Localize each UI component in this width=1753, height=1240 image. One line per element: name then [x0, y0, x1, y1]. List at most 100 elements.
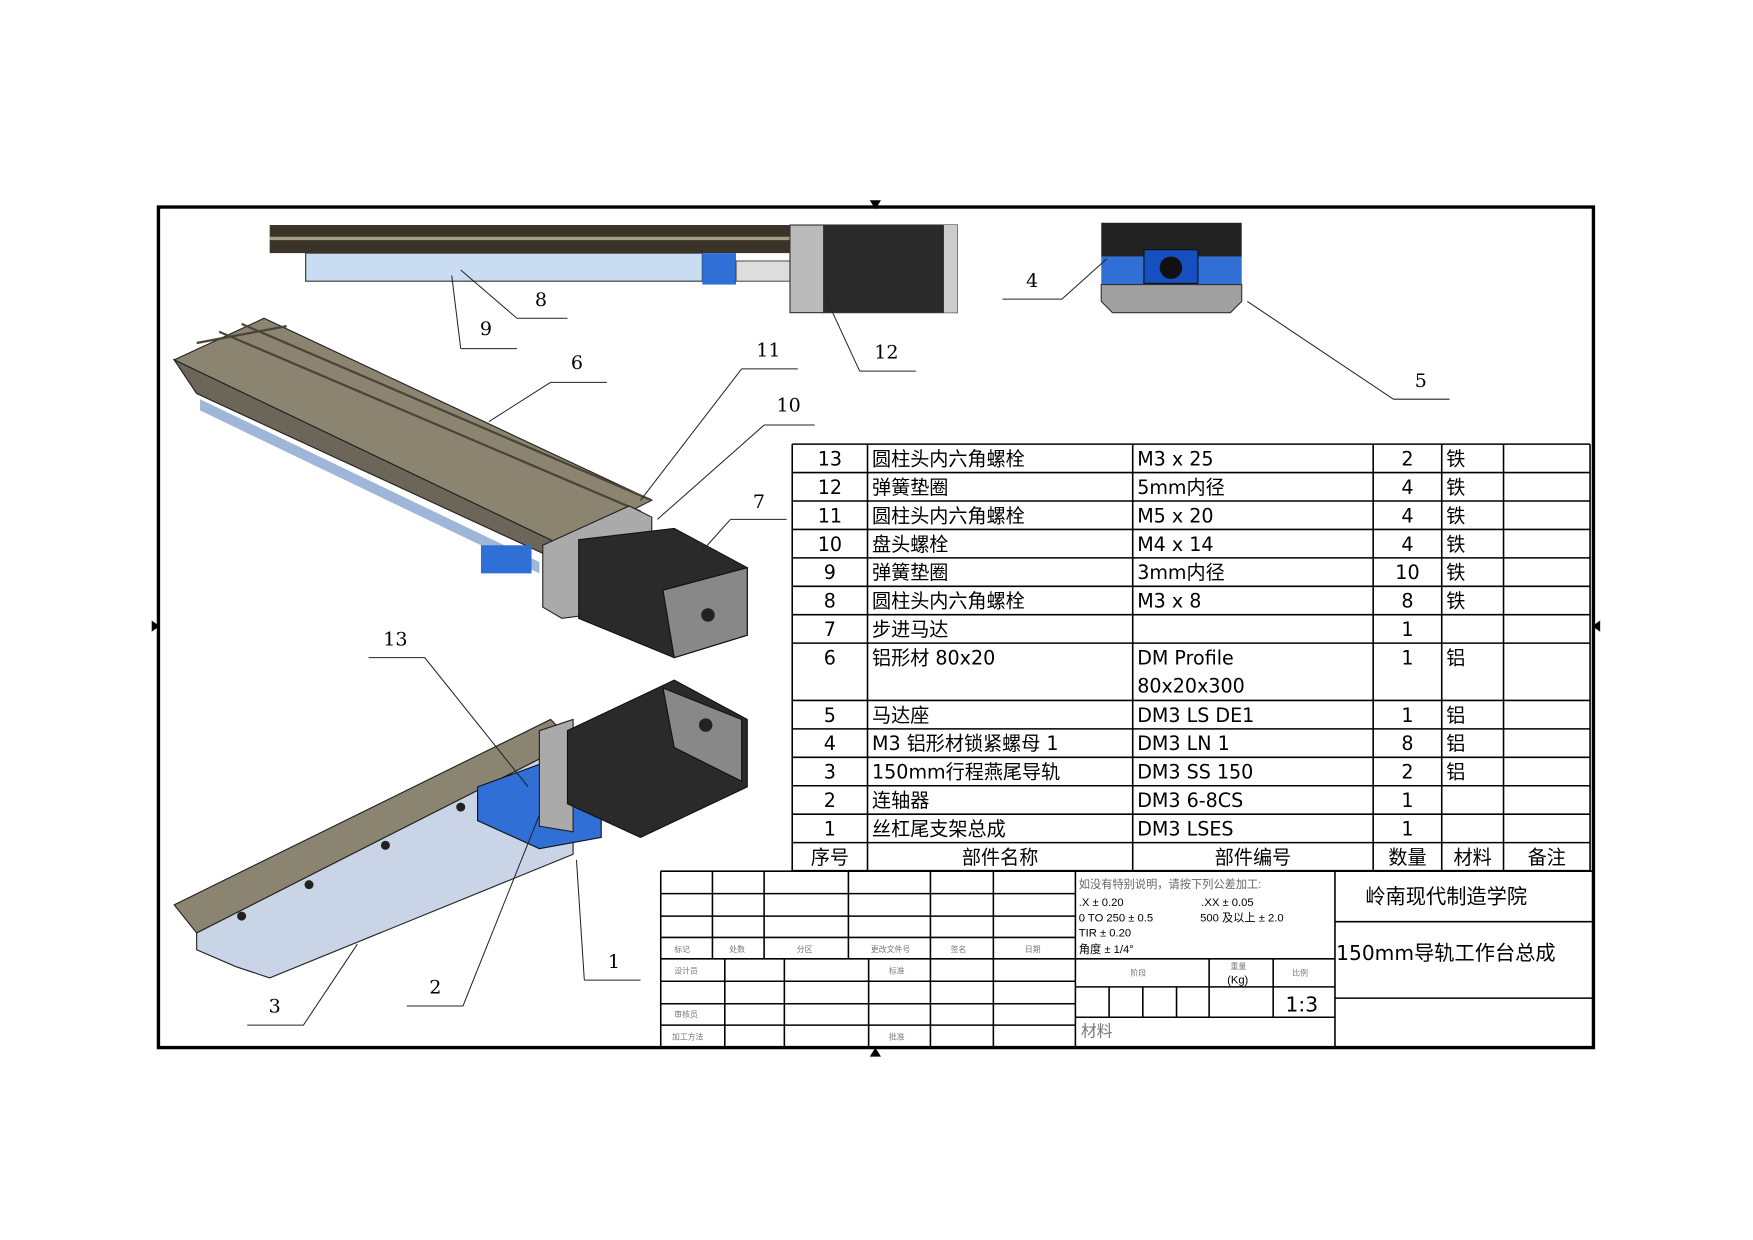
bom-cell-name: 弹簧垫圈: [872, 561, 948, 584]
label-mark: 标记: [674, 944, 690, 954]
bom-cell-qty: 2: [1401, 761, 1413, 784]
bom-cell-code: M3 x 8: [1137, 590, 1201, 613]
bom-cell-qty: 8: [1401, 732, 1413, 755]
tolerance-range1: 0 TO 250 ± 0.5: [1079, 913, 1153, 925]
label-date: 日期: [1025, 945, 1041, 954]
bom-cell-code: DM Profile: [1137, 646, 1234, 669]
bom-cell-name: M3 铝形材锁紧螺母 1: [872, 732, 1059, 755]
bom-cell-qty: 10: [1395, 561, 1419, 584]
bom-cell-name: 丝杠尾支架总成: [872, 818, 1006, 841]
bom-cell-name: 圆柱头内六角螺栓: [872, 590, 1025, 613]
bom-cell-code: 3mm内径: [1137, 561, 1225, 584]
bom-cell-material: 铁: [1446, 533, 1465, 556]
bom-cell-no: 8: [824, 590, 836, 613]
bom-cell-code: DM3 6-8CS: [1137, 789, 1243, 812]
rail-top: [305, 252, 703, 282]
school-name: 岭南现代制造学院: [1365, 885, 1527, 909]
bom-cell-qty: 1: [1401, 704, 1413, 727]
bom-cell-name: 圆柱头内六角螺栓: [872, 504, 1025, 527]
bom-cell-name: 铝形材 80x20: [872, 646, 995, 669]
bom-cell-code: DM3 LS DE1: [1137, 704, 1254, 727]
callout-3: 3: [269, 995, 281, 1018]
bom-cell-qty: 1: [1401, 818, 1413, 841]
bom-cell-material: 铁: [1446, 561, 1465, 584]
drawing-title: 150mm导轨工作台总成: [1336, 941, 1556, 965]
bom-cell-qty: 8: [1401, 590, 1413, 613]
bom-header-cell: 部件编号: [1215, 846, 1291, 869]
bom-cell-qty: 1: [1401, 646, 1413, 669]
label-process: 加工方法: [672, 1032, 704, 1042]
bom-cell-no: 12: [818, 476, 842, 499]
bom-cell-code: M5 x 20: [1137, 504, 1213, 527]
callout-6: 6: [571, 351, 583, 374]
label-sign: 签名: [951, 944, 967, 954]
callout-2: 2: [429, 976, 441, 999]
tolerance-angle: 角度 ± 1/4°: [1079, 942, 1134, 956]
bom-cell-name: 连轴器: [872, 789, 929, 812]
label-weight-unit: (Kg): [1227, 975, 1248, 987]
bom-cell-no: 9: [824, 561, 836, 584]
bom-cell-no: 1: [824, 818, 836, 841]
bom-cell-name: 150mm行程燕尾导轨: [872, 761, 1060, 784]
bom-cell-no: 13: [818, 447, 842, 470]
bom-cell-no: 10: [818, 533, 842, 556]
callout-5: 5: [1415, 369, 1427, 392]
bom-cell-qty: 4: [1401, 504, 1413, 527]
bom-cell-name: 马达座: [872, 704, 929, 727]
bom-cell-code: 5mm内径: [1137, 476, 1225, 499]
bom-cell-no: 5: [824, 704, 836, 727]
bom-cell-material: 铝: [1446, 732, 1465, 755]
tolerance-tir: TIR ± 0.20: [1079, 927, 1131, 939]
label-scale: 比例: [1292, 968, 1308, 978]
callout-10: 10: [776, 394, 800, 417]
callout-9: 9: [480, 317, 492, 340]
bom-cell-code: M4 x 14: [1137, 533, 1213, 556]
bom-cell-material: 铁: [1446, 447, 1465, 470]
bom-cell-material: 铝: [1446, 761, 1465, 784]
label-zone: 分区: [797, 945, 813, 954]
bom-cell-material: 铁: [1446, 504, 1465, 527]
bom-header-cell: 序号: [811, 846, 849, 869]
label-reviewer: 审核员: [674, 1009, 698, 1019]
end-view: [1100, 222, 1243, 314]
callout-13: 13: [383, 627, 407, 650]
iso-view-upper: [172, 317, 748, 659]
bom-cell-code-line2: 80x20x300: [1137, 675, 1245, 698]
bom-cell-qty: 1: [1401, 618, 1413, 641]
bom-cell-no: 6: [824, 646, 836, 669]
bom-cell-name: 盘头螺栓: [872, 533, 948, 556]
iso-view-lower: [173, 679, 748, 979]
bom-cell-material: 铁: [1446, 590, 1465, 613]
bom-cell-no: 2: [824, 789, 836, 812]
title-block: 标记 处数 分区 更改文件号 签名 日期 设计员 标准 审核员 加工方法 批准 …: [659, 870, 1594, 1048]
bom-cell-qty: 4: [1401, 533, 1413, 556]
callout-1: 1: [608, 950, 620, 973]
callout-12: 12: [874, 341, 898, 364]
callout-leaders: [247, 258, 1450, 1026]
callout-labels: 1 2 3 4 5 6 7 8 9 10 11 12 13: [269, 269, 1427, 1018]
bom-cell-no: 7: [824, 618, 836, 641]
bom-header-cell: 备注: [1528, 846, 1566, 869]
bom-cell-qty: 4: [1401, 476, 1413, 499]
bom-cell-code: DM3 LSES: [1137, 818, 1233, 841]
bom-cell-code: DM3 LN 1: [1137, 732, 1230, 755]
bom-cell-material: 铁: [1446, 476, 1465, 499]
top-view: [269, 224, 958, 314]
bom-cell-no: 4: [824, 732, 836, 755]
bom-cell-qty: 1: [1401, 789, 1413, 812]
label-standard: 标准: [889, 965, 905, 975]
coupler-top: [702, 253, 737, 285]
bom-header-cell: 部件名称: [962, 846, 1038, 869]
bom-header-cell: 材料: [1454, 846, 1492, 869]
label-stage: 阶段: [1130, 968, 1146, 978]
bom-cell-code: DM3 SS 150: [1137, 761, 1253, 784]
bom-cell-no: 3: [824, 761, 836, 784]
callout-8: 8: [535, 288, 547, 311]
callout-11: 11: [756, 338, 780, 361]
bom-cell-code: M3 x 25: [1137, 447, 1213, 470]
tolerance-x1: .X ± 0.20: [1079, 897, 1124, 909]
label-count: 处数: [729, 944, 745, 954]
label-approve: 批准: [889, 1032, 905, 1042]
